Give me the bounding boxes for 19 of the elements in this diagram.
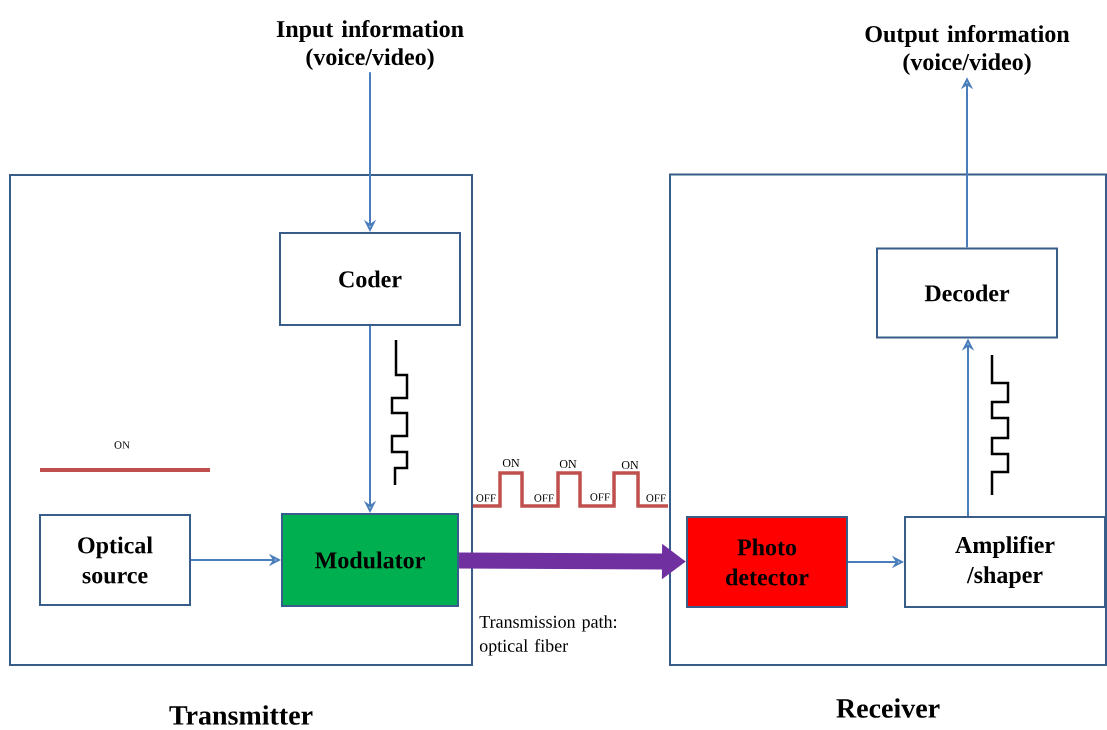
process-box: Coder [279, 232, 461, 326]
signal-label: OFF [646, 494, 666, 502]
process-box: Amplifier /shaper [904, 516, 1106, 608]
block-heading: Transmitter [169, 705, 313, 725]
process-box: Modulator [281, 513, 459, 607]
process-box: Decoder [876, 247, 1058, 339]
process-box: Photo detector [686, 516, 848, 608]
info-text: Input information (voice/video) [276, 20, 464, 70]
edge-label: Transmission path: optical fiber [477, 613, 622, 658]
signal-label: OFF [534, 494, 554, 502]
signal-label: ON [502, 458, 520, 468]
signal-label: ON [114, 441, 130, 449]
process-box: Optical source [39, 514, 191, 606]
signal-label: ON [559, 459, 577, 469]
signal-label: OFF [476, 494, 496, 502]
info-text: Output information (voice/video) [865, 25, 1070, 75]
signal-label: OFF [590, 493, 610, 501]
signal-label: ON [621, 460, 639, 470]
block-heading: Receiver [836, 698, 940, 718]
